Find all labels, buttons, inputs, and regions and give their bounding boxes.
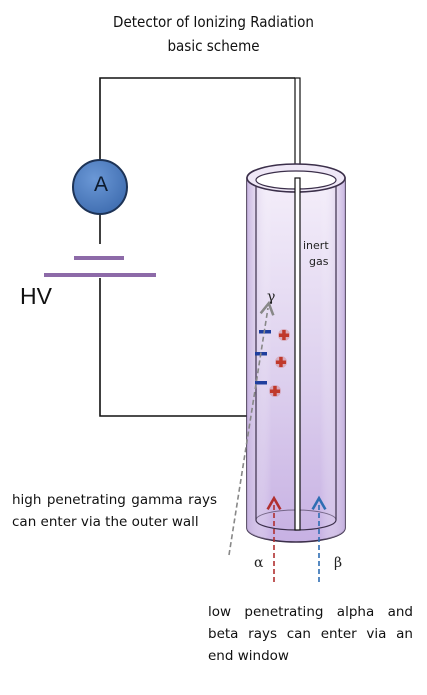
- diagram-title-line1: Detector of Ionizing Radiation: [113, 13, 314, 31]
- gamma-caption: high penetrating gamma rays can enter vi…: [12, 492, 217, 530]
- gas-label-line1: inert: [303, 239, 329, 252]
- alpha-beta-caption: low penetrating alpha and beta rays can …: [208, 604, 413, 664]
- bottom-wire: [99, 278, 247, 417]
- diagram-title-line2: basic scheme: [167, 37, 260, 55]
- plus-sign-3: [269, 385, 281, 397]
- plus-sign-2: [275, 356, 287, 368]
- positive-charges: [269, 329, 290, 397]
- ammeter-label: A: [93, 173, 108, 196]
- hv-label: HV: [20, 283, 52, 309]
- minus-sign-3: [255, 381, 267, 385]
- inert-gas-label: inert gas: [303, 238, 343, 270]
- gamma-symbol: γ: [267, 289, 276, 305]
- gas-label-line2: gas: [309, 255, 329, 268]
- top-wire-left: [99, 77, 295, 160]
- ammeter: [72, 159, 128, 215]
- gamma-ray-arrow: [228, 300, 275, 556]
- anode-wire-inside: [294, 177, 301, 531]
- plus-sign-1: [278, 329, 290, 341]
- beta-symbol: β: [334, 555, 343, 571]
- battery: [44, 256, 156, 277]
- alpha-symbol: α: [254, 555, 264, 571]
- circuit-wires: [99, 77, 295, 417]
